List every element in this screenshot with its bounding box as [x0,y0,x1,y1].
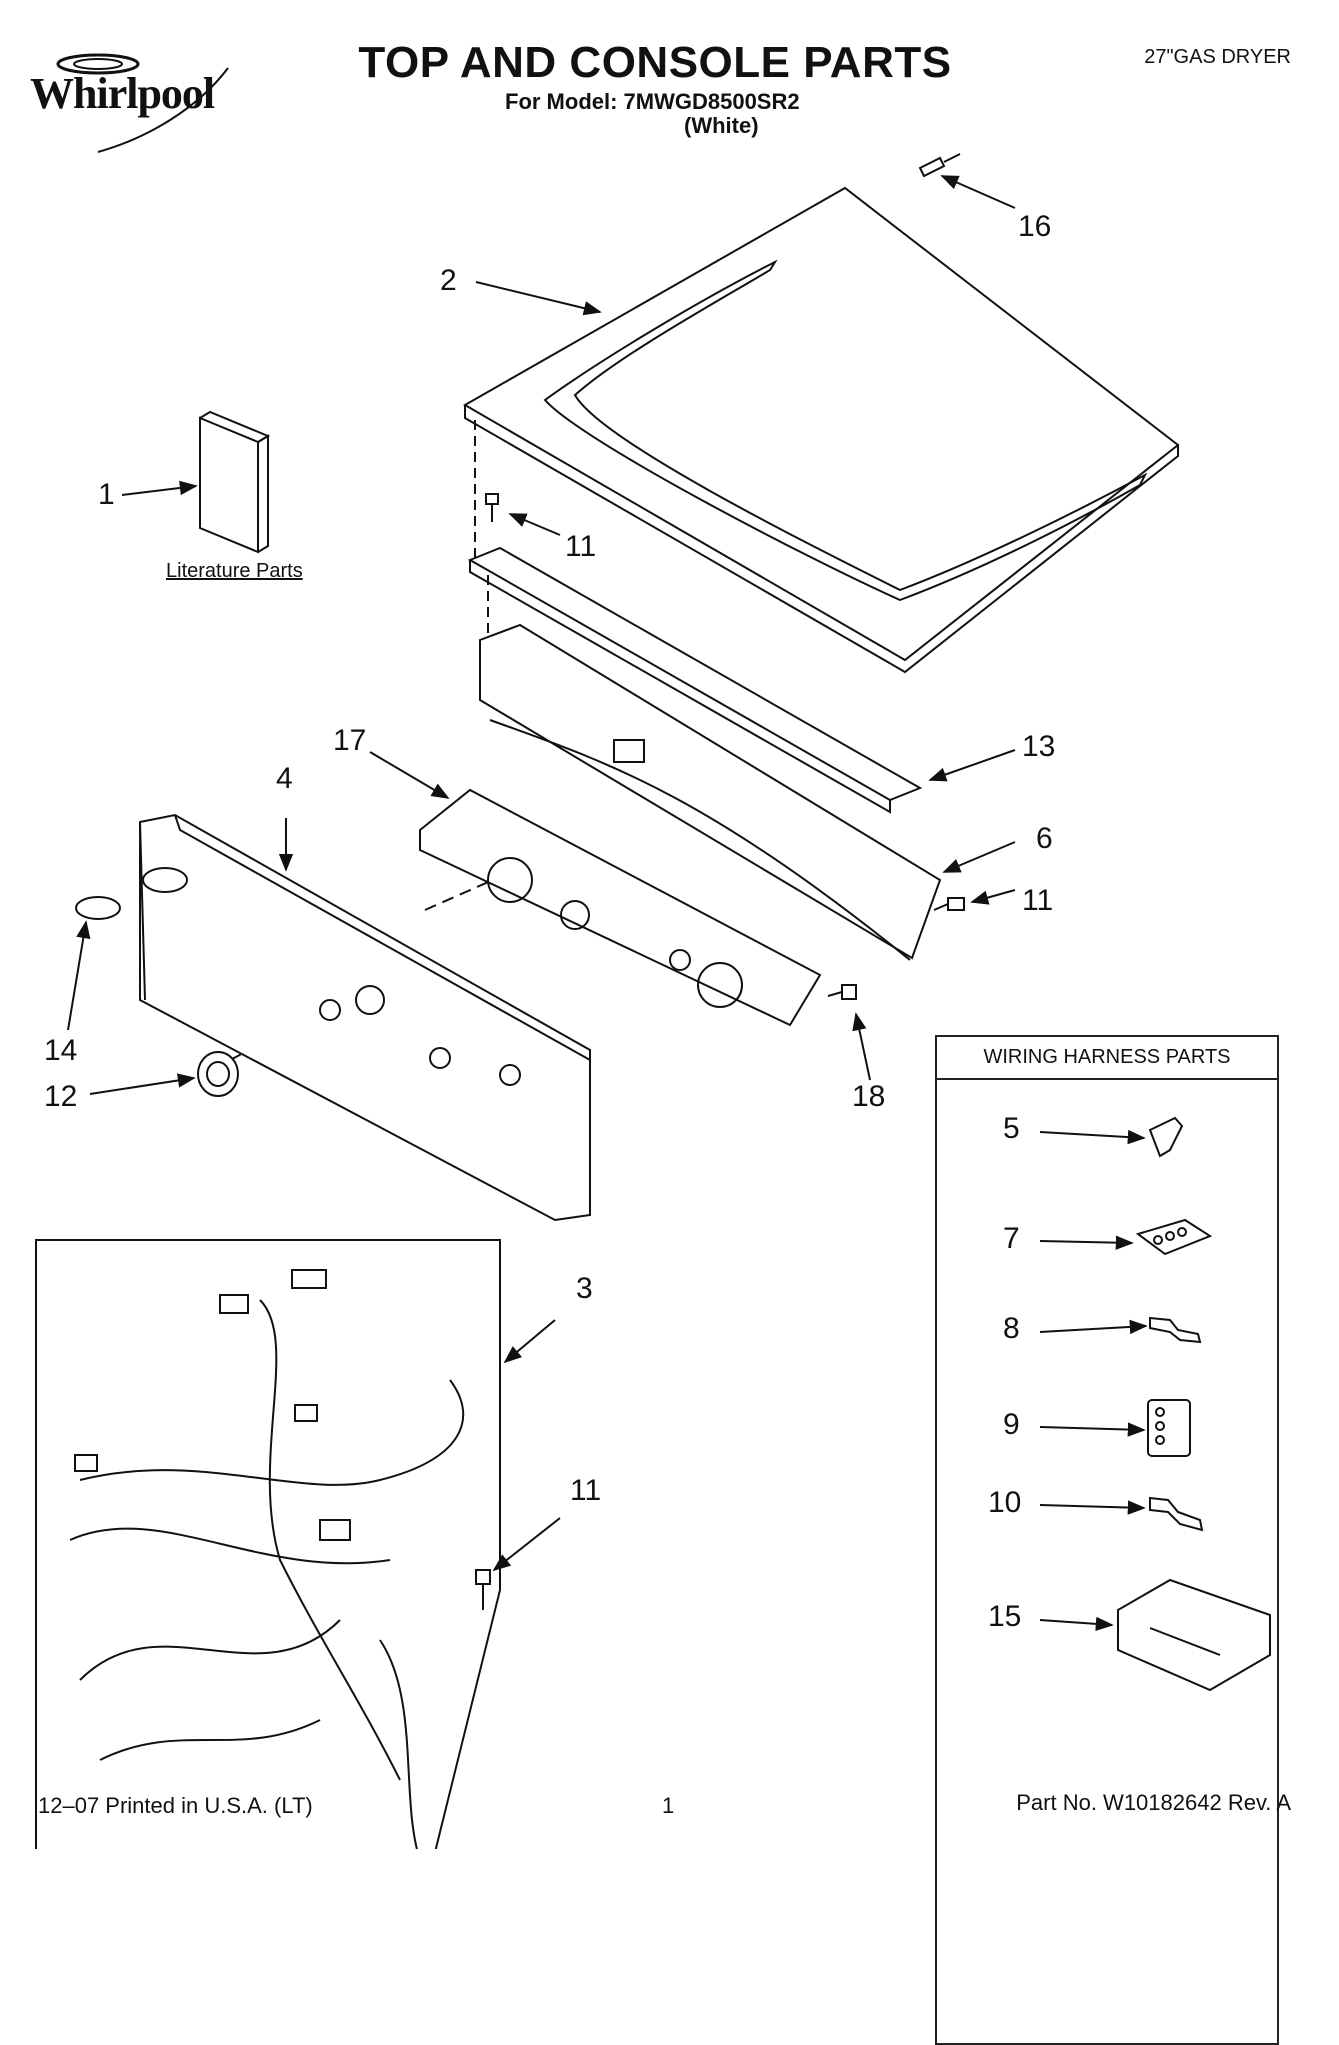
knob-12-part [197,1051,239,1097]
print-info: 12–07 Printed in U.S.A. (LT) [38,1793,313,1818]
harness-callout-7: 7 [1003,1222,1020,1255]
callout-11-side: 11 [1022,884,1054,917]
callout-17: 17 [333,724,367,757]
callout-11-upper: 11 [565,530,597,563]
console-rear-panel-part [479,623,942,961]
brand-name: Whirlpool [30,69,215,118]
literature-parts-caption: Literature Parts [166,560,303,582]
bracket-13-part [467,546,923,814]
page-title: TOP AND CONSOLE PARTS [358,38,952,87]
screw-16-part [918,153,961,178]
screw-11-side-part [933,897,965,911]
wiring-harness-frame [35,1239,501,1849]
callout-16: 16 [1018,210,1052,243]
callout-11-lower: 11 [570,1474,602,1507]
product-type: 27"GAS DRYER [1144,46,1291,68]
page-number: 1 [662,1793,675,1818]
part-number: Part No. W10182642 Rev. A [1016,1790,1291,1815]
harness-callout-10: 10 [988,1486,1022,1519]
callout-13: 13 [1022,730,1056,763]
screw-11-upper-part [485,493,499,522]
callout-1: 1 [98,478,115,511]
screw-11-lower-part [475,1569,491,1610]
harness-callout-9: 9 [1003,1408,1020,1441]
wiring-harness-heading: WIRING HARNESS PARTS [937,1037,1277,1080]
control-board-17-part [419,788,822,1027]
lens-14-part [75,896,121,920]
callout-14: 14 [44,1034,78,1067]
logo-swirl-icon [56,53,229,153]
model-line: For Model: 7MWGD8500SR2 [505,89,800,114]
top-panel-part [462,186,1180,674]
literature-booklet-part [199,410,271,554]
whirlpool-logo: Whirlpool [28,48,268,158]
harness-callout-5: 5 [1003,1112,1020,1145]
wiring-harness-parts-box: WIRING HARNESS PARTS [935,1035,1279,2045]
callout-4: 4 [276,762,293,795]
harness-callout-15: 15 [988,1600,1022,1633]
callout-12: 12 [44,1080,78,1113]
callout-2: 2 [440,264,457,297]
callout-18: 18 [852,1080,886,1113]
screw-18-part [827,984,857,1000]
color-line: (White) [684,113,759,138]
console-front-panel-part [139,813,591,1222]
harness-callout-8: 8 [1003,1312,1020,1345]
callout-3: 3 [576,1272,593,1305]
callout-6: 6 [1036,822,1053,855]
